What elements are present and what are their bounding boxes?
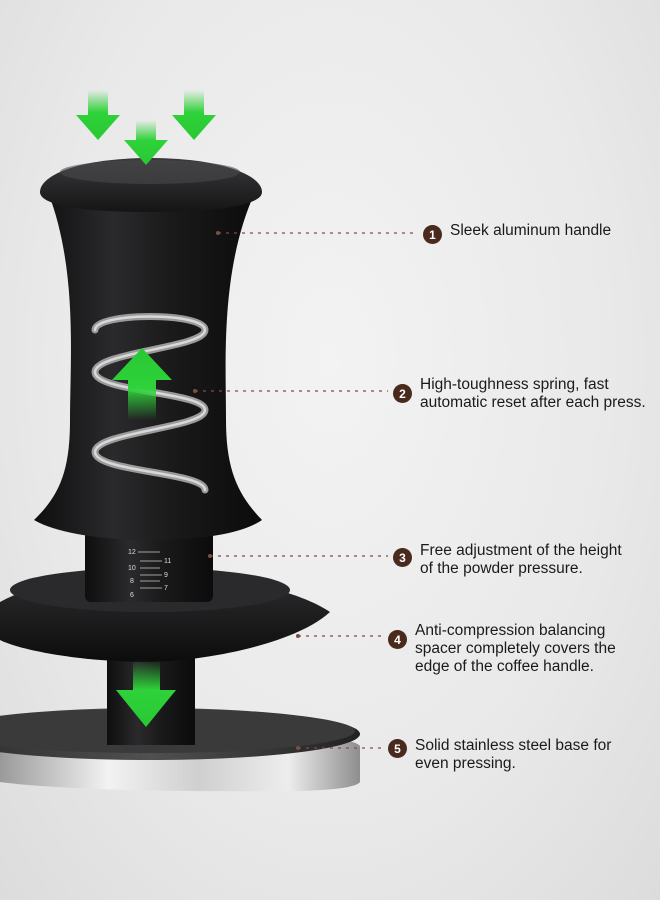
- scale-mark: 8: [130, 578, 134, 585]
- number-badge: 2: [393, 384, 412, 403]
- callout-line: of the powder pressure.: [420, 560, 583, 577]
- callout-4: 4 Anti-compression balancing spacer comp…: [388, 622, 616, 676]
- scale-mark: 12: [128, 549, 136, 556]
- callout-line: edge of the coffee handle.: [415, 658, 594, 675]
- arrow-down-icon: [172, 90, 216, 140]
- number-badge: 3: [393, 548, 412, 567]
- scale-mark: 7: [164, 585, 168, 592]
- callout-line: Solid stainless steel base for: [415, 737, 612, 754]
- number-badge: 4: [388, 630, 407, 649]
- callout-line: even pressing.: [415, 755, 516, 772]
- arrow-down-icon: [76, 90, 120, 140]
- callout-line: Sleek aluminum handle: [450, 222, 612, 239]
- callout-line: automatic reset after each press.: [420, 394, 646, 411]
- callout-3: 3 Free adjustment of the height of the p…: [393, 542, 622, 578]
- callout-1: 1 Sleek aluminum handle: [423, 222, 611, 244]
- scale-mark: 6: [130, 592, 134, 599]
- callout-text: Sleek aluminum handle: [450, 222, 611, 240]
- callout-line: High-toughness spring, fast: [420, 376, 609, 393]
- callout-text: Free adjustment of the height of the pow…: [420, 542, 622, 578]
- scale-mark: 9: [164, 572, 168, 579]
- arrow-down-icon: [116, 660, 176, 727]
- callout-text: Anti-compression balancing spacer comple…: [415, 622, 616, 676]
- callout-5: 5 Solid stainless steel base for even pr…: [388, 737, 611, 773]
- number-badge: 5: [388, 739, 407, 758]
- scale-mark: 11: [164, 558, 171, 565]
- callout-line: Anti-compression balancing: [415, 622, 606, 639]
- height-scale: 12 11 10 9 8 7 6: [128, 549, 171, 599]
- number-badge: 1: [423, 225, 442, 244]
- callout-line: spacer completely covers the: [415, 640, 616, 657]
- leader-lines: [195, 232, 418, 749]
- leader-dots: [193, 231, 300, 750]
- callout-line: Free adjustment of the height: [420, 542, 622, 559]
- arrow-down-icon: [124, 120, 168, 165]
- scale-mark: 10: [128, 565, 136, 572]
- arrow-up-icon: [112, 348, 172, 420]
- callout-text: Solid stainless steel base for even pres…: [415, 737, 611, 773]
- callout-text: High-toughness spring, fast automatic re…: [420, 376, 646, 412]
- callout-2: 2 High-toughness spring, fast automatic …: [393, 376, 646, 412]
